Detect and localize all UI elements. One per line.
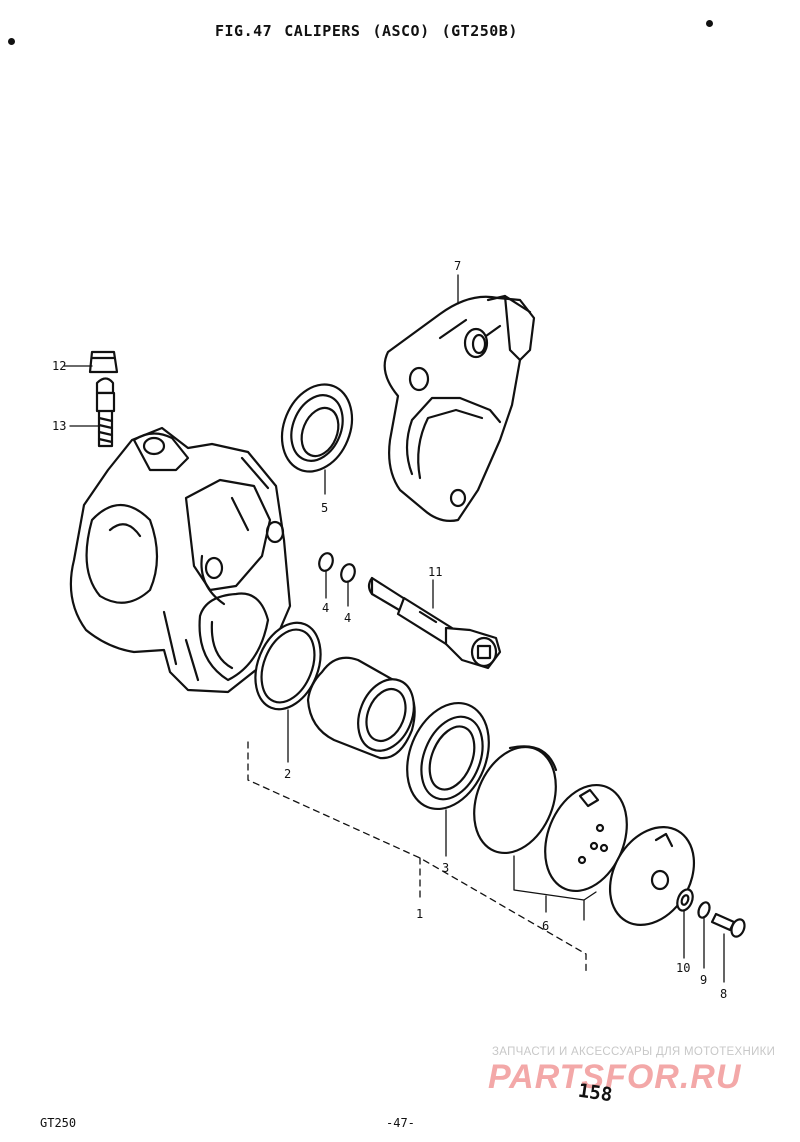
caliper-axle-bolt-part: [367, 576, 502, 670]
figure-number: FIG.47: [215, 22, 273, 40]
callout-2: 2: [284, 767, 291, 781]
scan-speck: [706, 20, 713, 27]
figure-model-code: (GT250B): [441, 22, 518, 40]
washer-part: [676, 888, 694, 912]
callout-4a: 4: [322, 601, 329, 615]
callout-10: 10: [676, 961, 690, 975]
page-number: 158: [576, 1079, 614, 1107]
figure-title: FIG.47 CALIPERS (ASCO) (GT250B): [215, 22, 530, 40]
callout-5: 5: [321, 501, 328, 515]
brake-pad-part: [473, 745, 558, 855]
callout-7: 7: [454, 259, 461, 273]
piston-seal-part: [254, 621, 322, 711]
watermark-tagline: ЗАПЧАСТИ И АКСЕССУАРЫ ДЛЯ МОТОТЕХНИКИ: [492, 1046, 776, 1058]
o-ring-part: [318, 552, 356, 583]
brake-pad-backing-plate-part: [544, 783, 628, 893]
callout-13: 13: [52, 419, 66, 433]
leader-lines: [63, 274, 725, 983]
dust-boot-part: [280, 383, 354, 473]
caliper-body-part: [69, 426, 292, 694]
caliper-bracket-part: [383, 294, 536, 522]
callout-1: 1: [416, 907, 423, 921]
figure-variant: (ASCO): [372, 22, 430, 40]
assembly-bracket-lines: [247, 741, 587, 973]
figure-name: CALIPERS: [284, 22, 361, 40]
callout-9: 9: [700, 973, 707, 987]
callout-3: 3: [442, 861, 449, 875]
callout-12: 12: [52, 359, 66, 373]
lock-washer-part: [697, 901, 711, 919]
bleeder-cap-part: [88, 350, 119, 374]
callout-4b: 4: [344, 611, 351, 625]
pad-screw-part: [710, 912, 746, 938]
piston-boot-part: [406, 701, 490, 811]
scan-speck: [8, 38, 15, 45]
piston-part: [306, 656, 416, 760]
bleeder-screw-part: [95, 377, 116, 448]
callout-8: 8: [720, 987, 727, 1001]
callout-6: 6: [542, 919, 549, 933]
callout-11: 11: [428, 565, 442, 579]
footer-page-label: -47-: [386, 1116, 415, 1130]
footer-model: GT250: [40, 1116, 77, 1130]
watermark-logo: PARTSFOR.RU: [488, 1058, 742, 1096]
